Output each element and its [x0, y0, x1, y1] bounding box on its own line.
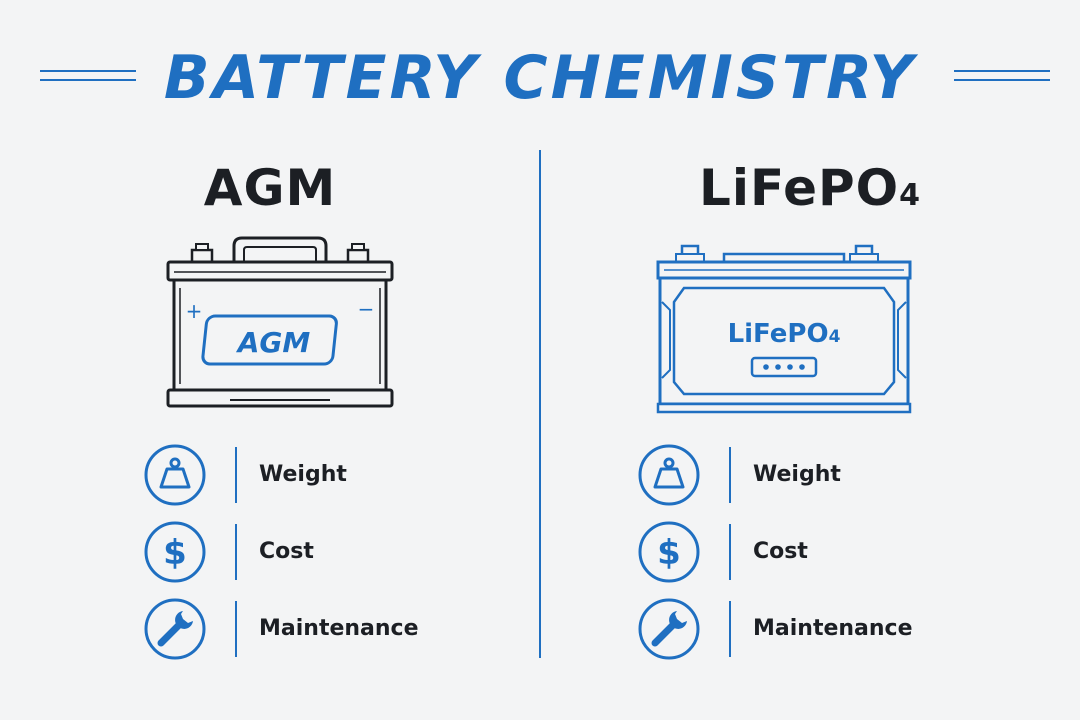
feature-label: Weight [753, 462, 841, 487]
lifepo4-column: LiFePO4 LiFePO4 [540, 150, 1080, 670]
header: BATTERY CHEMISTRY [0, 40, 1080, 120]
feature-label: Maintenance [259, 616, 419, 641]
weight-icon [144, 444, 206, 506]
feature-separator [729, 601, 731, 657]
lifepo4-feature-cost: $ Cost [637, 520, 937, 584]
dollar-icon: $ [144, 521, 206, 583]
agm-battery-illustration: + − AGM [166, 236, 394, 408]
feature-label: Cost [753, 539, 808, 564]
feature-separator [729, 524, 731, 580]
negative-sign: − [358, 297, 375, 321]
charge-indicator [750, 356, 818, 378]
feature-separator [235, 601, 237, 657]
svg-text:$: $ [657, 533, 681, 573]
agm-heading-text: AGM [203, 159, 337, 217]
agm-heading: AGM [0, 158, 540, 218]
feature-label: Weight [259, 462, 347, 487]
lifepo4-battery-illustration: LiFePO4 [656, 244, 912, 414]
page-title: BATTERY CHEMISTRY [163, 43, 917, 113]
svg-text:$: $ [163, 533, 187, 573]
lifepo4-heading: LiFePO4 [540, 158, 1080, 226]
positive-sign: + [186, 299, 203, 323]
lifepo4-feature-maintenance: Maintenance [637, 597, 937, 661]
title-decoration-left [40, 70, 136, 84]
wrench-icon [144, 598, 206, 660]
lifepo4-battery-label: LiFePO4 [728, 319, 841, 349]
title-decoration-right [954, 70, 1050, 84]
feature-label: Maintenance [753, 616, 913, 641]
lifepo4-heading-text: LiFePO [698, 159, 900, 217]
dollar-icon: $ [638, 521, 700, 583]
feature-label: Cost [259, 539, 314, 564]
agm-column: AGM + − AGM [0, 150, 540, 670]
column-divider [539, 150, 541, 658]
agm-battery-label: AGM [236, 326, 311, 359]
agm-feature-cost: $ Cost [143, 520, 443, 584]
weight-icon [638, 444, 700, 506]
lifepo4-feature-weight: Weight [637, 443, 937, 507]
feature-separator [235, 447, 237, 503]
feature-separator [235, 524, 237, 580]
lifepo4-heading-subscript: 4 [899, 178, 922, 213]
agm-feature-maintenance: Maintenance [143, 597, 443, 661]
wrench-icon [638, 598, 700, 660]
agm-feature-weight: Weight [143, 443, 443, 507]
feature-separator [729, 447, 731, 503]
